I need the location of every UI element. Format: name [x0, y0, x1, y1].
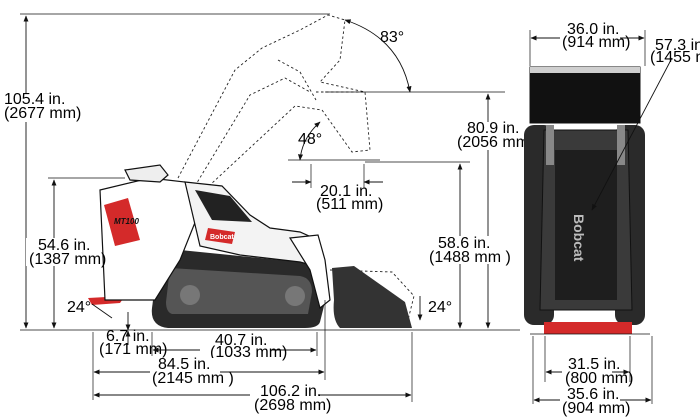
dump-reach-in: 20.1 in. [320, 183, 372, 200]
rear-bumper-red [544, 322, 632, 334]
track-inner-mm: (800 mm) [565, 370, 633, 387]
track-inner-in: 31.5 in. [568, 356, 620, 373]
rear-arm-right [617, 125, 625, 165]
overall-width-in: 35.6 in. [567, 386, 619, 403]
dim-overall-length: 106.2 in. (2698 mm) [93, 332, 413, 414]
dim-rear-angle: 24° [67, 299, 113, 319]
track-length-in: 40.7 in. [215, 332, 267, 349]
turning-in: 57.3 in. [655, 37, 700, 54]
ground-clearance-in: 6.7 in. [106, 328, 150, 345]
bucket-width-mm: (914 mm) [562, 34, 630, 51]
control-tower [124, 164, 169, 183]
track-frame [166, 268, 312, 314]
dim-height-lowered: 58.6 in. (1488 mm ) [365, 161, 511, 329]
height-top-in: 54.6 in. [38, 237, 90, 254]
overall-length-mm: (2698 mm) [254, 397, 331, 414]
height-top-mm: (1387 mm) [29, 251, 106, 268]
rear-angle-label: 24° [67, 299, 91, 316]
turning-mm: (1455 mm) [650, 49, 700, 66]
dump-height-mm: (2056 mm) [457, 134, 534, 151]
track-idler [285, 286, 305, 306]
bucket-width-in: 36.0 in. [567, 21, 619, 38]
dim-turning: 57.3 in. (1455 mm) [591, 37, 700, 211]
bucket-lip [530, 67, 640, 73]
rear-bucket [529, 66, 641, 124]
side-view: MT100 Bobcat 105.4 in. (2677 mm) 83° [2, 13, 534, 414]
length-no-bucket-mm: (2145 mm ) [152, 370, 234, 387]
dim-dump-height: 80.9 in. (2056 mm) [455, 93, 534, 329]
dim-track-length: 40.7 in. (1033 mm) [151, 332, 318, 361]
overall-length-in: 106.2 in. [260, 383, 321, 400]
dump-height-in: 80.9 in. [467, 120, 519, 137]
dim-length-no-bucket: 84.5 in. (2145 mm ) [92, 300, 326, 400]
height-lowered-mm: (1488 mm ) [429, 249, 511, 266]
model-label: MT100 [114, 217, 139, 226]
lift-arm-decal [205, 228, 235, 244]
overall-width-mm: (904 mm) [562, 400, 630, 417]
dim-overall-width: 35.6 in. (904 mm) [532, 336, 653, 417]
height-lowered-in: 58.6 in. [438, 235, 490, 252]
brand-side-label: Bobcat [210, 234, 234, 241]
rear-view: Bobcat 36.0 in. (914 mm) 57.3 in. (1455 … [524, 21, 700, 417]
reach-angle-label: 48° [298, 131, 322, 148]
raised-arm-outline [177, 14, 371, 187]
dim-height-hinge-pin: 105.4 in. (2677 mm) [2, 13, 330, 329]
dim-height-top: 54.6 in. (1387 mm) [26, 177, 125, 329]
brand-rear-label: Bobcat [571, 214, 587, 262]
rear-grille [555, 150, 617, 300]
track-length-mm: (1033 mm) [210, 344, 287, 361]
dim-front-angle: 24° [417, 296, 452, 321]
dim-dump-reach: 20.1 in. (511 mm) [292, 164, 383, 213]
bucket [332, 266, 412, 328]
dump-reach-mm: (511 mm) [316, 196, 383, 213]
dim-bucket-width: 36.0 in. (914 mm) [529, 21, 646, 66]
track-roller [180, 285, 200, 305]
height-hinge-in: 105.4 in. [4, 91, 65, 108]
dim-ground-clearance: 6.7 in. (171 mm) [99, 312, 167, 358]
dim-dump-angle: 83° [325, 19, 505, 93]
rear-arm-left [546, 125, 554, 165]
height-hinge-mm: (2677 mm) [4, 105, 81, 122]
side-decal [104, 198, 140, 246]
loader-body: MT100 Bobcat [88, 164, 412, 328]
dim-track-inner: 31.5 in. (800 mm) [544, 336, 633, 387]
lift-arm-front [288, 234, 331, 310]
engine-vent [195, 190, 252, 222]
dump-angle-label: 83° [380, 29, 404, 46]
front-angle-label: 24° [428, 299, 452, 316]
ground-clearance-mm: (171 mm) [99, 341, 167, 358]
length-no-bucket-in: 84.5 in. [158, 356, 210, 373]
dim-reach-angle: 48° [288, 121, 380, 161]
